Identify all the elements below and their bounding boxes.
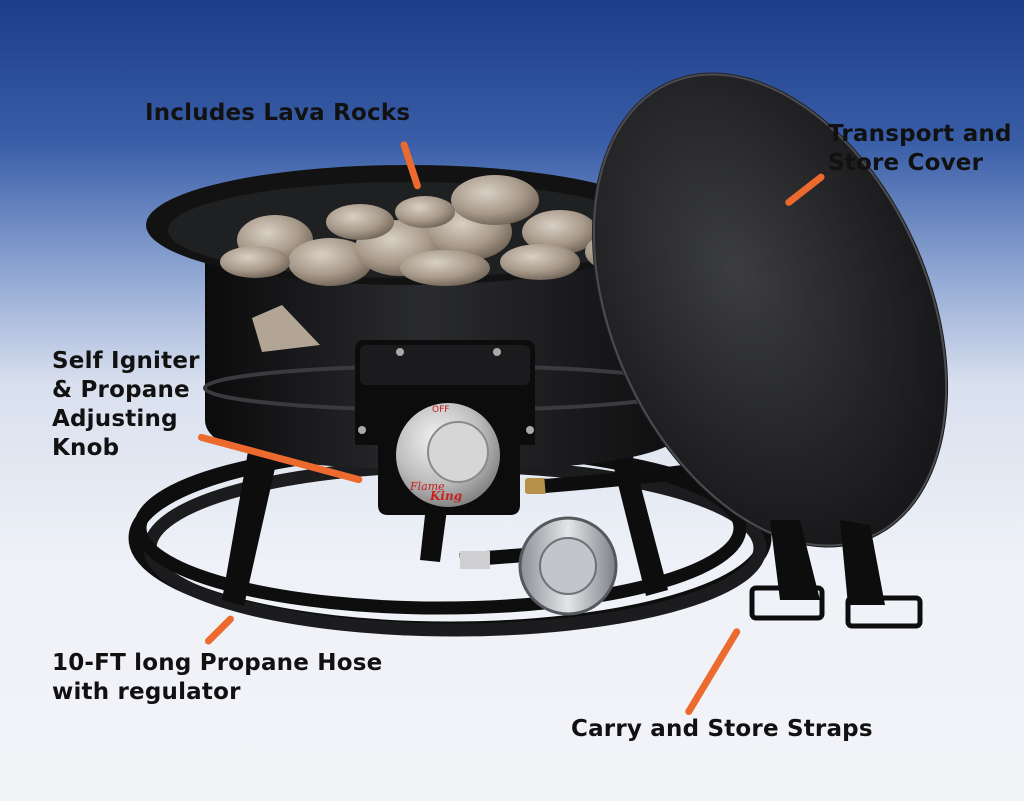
knob-logo: Flame <box>409 480 445 493</box>
label-lava-rocks: Includes Lava Rocks <box>145 100 411 126</box>
label-transport-cover: Transport and Store Cover <box>828 121 1012 176</box>
carry-straps <box>749 520 923 629</box>
knob-off-marking: OFF <box>432 405 449 415</box>
label-self-igniter: Self Igniter & Propane Adjusting Knob <box>52 348 200 461</box>
brass-fitting <box>525 478 547 494</box>
control-box: Flame King OFF <box>355 340 535 515</box>
propane-regulator <box>459 516 618 616</box>
svg-text:King: King <box>429 489 462 503</box>
label-propane-hose: 10-FT long Propane Hose with regulator <box>52 650 383 705</box>
label-carry-straps: Carry and Store Straps <box>571 716 873 742</box>
